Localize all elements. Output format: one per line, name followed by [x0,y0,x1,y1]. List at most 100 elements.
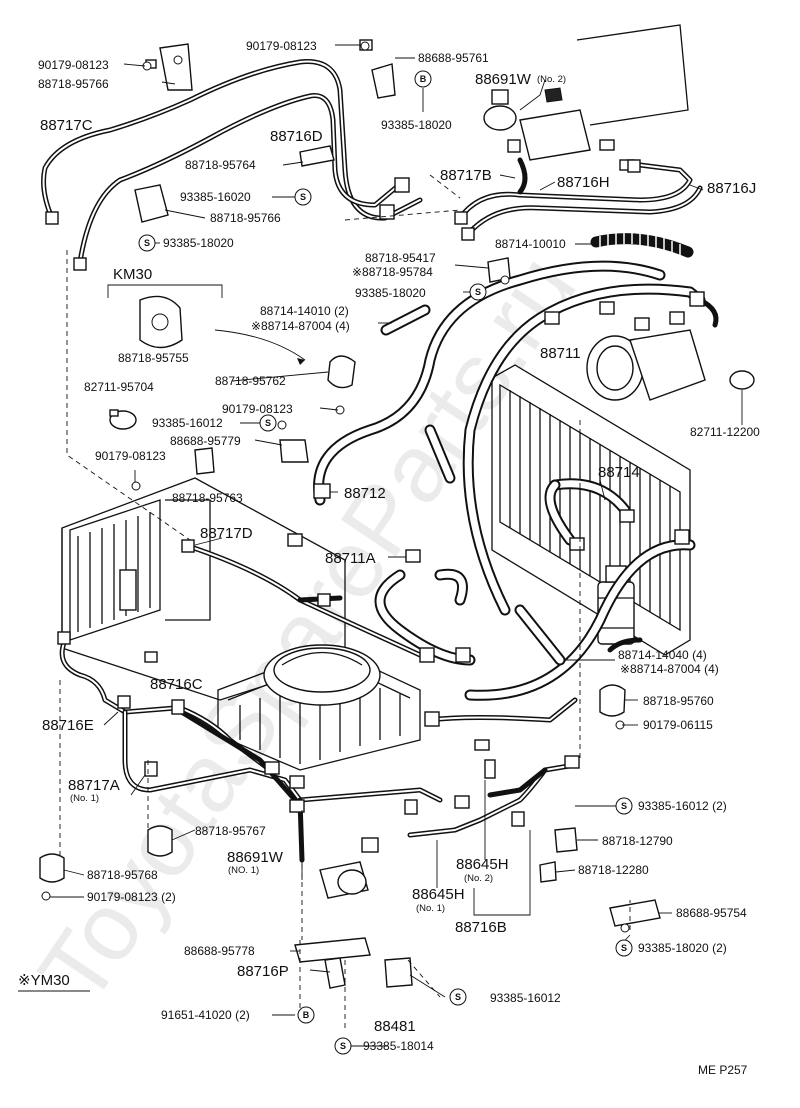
ref-mark-s [615,797,633,815]
label-93385-18014: 93385-18014 [363,1039,434,1053]
label-88716b: 88716B [455,919,507,936]
label-88718-95760: 88718-95760 [643,694,714,708]
svg-text:S: S [621,943,627,953]
refrigerant-hoses [41,59,719,863]
label-88718-12790: 88718-12790 [602,834,673,848]
label-88718-95755: 88718-95755 [118,351,189,365]
label-93385-18020: 93385-18020 (2) [638,941,727,955]
part-labels: 90179-08123 88718-95766 90179-08123 8868… [18,39,760,1077]
label-km30: KM30 [113,266,152,283]
label-93385-16012: 93385-16012 (2) [638,799,727,813]
label-88716h: 88716H [557,174,610,191]
dashed-connections [59,174,631,1030]
label-88718-95417: 88718-95417 [365,251,436,265]
label-93385-18020: 93385-18020 [381,118,452,132]
label-88714-87004: ※88714-87004 (4) [620,662,719,676]
ref-mark-s [615,939,633,957]
label-88711a: 88711A [325,550,376,567]
leader-lines [50,44,743,1047]
label-88717b: 88717B [440,167,492,184]
svg-text:B: B [303,1010,310,1020]
label-88691w-no1: 88691W [227,849,284,866]
ref-mark-s [469,283,487,301]
condenser [491,364,691,656]
label-88717a-sub: (No. 1) [70,793,99,804]
label-88645h-no2-sub: (No. 2) [464,873,493,884]
svg-text:S: S [340,1041,346,1051]
label-88718-95784: ※88718-95784 [352,265,433,279]
svg-text:S: S [475,287,481,297]
label-93385-16012: 93385-16012 [490,991,561,1005]
ref-mark-s [334,1037,352,1055]
label-88718-95768: 88718-95768 [87,868,158,882]
label-88688-95778: 88688-95778 [184,944,255,958]
label-ym30: ※YM30 [18,972,70,989]
label-88717d: 88717D [200,525,253,542]
label-82711-12200: 82711-12200 [690,425,760,439]
label-88712: 88712 [344,485,386,502]
ref-mark-s [449,988,467,1006]
label-88716p: 88716P [237,963,289,980]
label-91651-41020: 91651-41020 (2) [161,1008,250,1022]
label-88718-95766: 88718-95766 [38,77,109,91]
label-88718-12280: 88718-12280 [578,863,649,877]
svg-text:S: S [621,801,627,811]
label-88718-95767: 88718-95767 [195,824,266,838]
reference-marks: B S S S S S S S B S [138,70,633,1055]
label-88691w-sub: (No. 2) [537,74,566,85]
label-88481: 88481 [374,1018,416,1035]
ref-mark-s [259,414,277,432]
label-88645h-no2: 88645H [456,856,509,873]
label-88716d: 88716D [270,128,323,145]
label-88716j: 88716J [707,180,756,197]
label-90179-08123: 90179-08123 [38,58,109,72]
label-88691w-no1-sub: (NO. 1) [228,865,259,876]
label-88718-95766: 88718-95766 [210,211,281,225]
ref-mark-s [294,188,312,206]
label-90179-06115: 90179-06115 [643,718,713,732]
svg-text:S: S [144,238,150,248]
label-88714-14010: 88714-14010 (2) [260,304,349,318]
label-88645h-no1: 88645H [412,886,465,903]
small-parts [39,39,755,989]
label-82711-95704: 82711-95704 [84,380,154,394]
label-88716e: 88716E [42,717,94,734]
svg-text:B: B [420,74,427,84]
ref-mark-b [414,70,432,88]
label-93385-16020: 93385-16020 [180,190,251,204]
label-88711: 88711 [540,345,581,362]
label-93385-16012: 93385-16012 [152,416,223,430]
label-88714-14040: 88714-14040 (4) [618,648,707,662]
page-code: ME P257 [698,1063,748,1077]
compressor-bracket [217,644,421,771]
km30-bracket-box [107,284,306,365]
label-88718-95764: 88718-95764 [185,158,256,172]
svg-text:S: S [265,418,271,428]
svg-text:S: S [300,192,306,202]
label-88714-10010: 88714-10010 [495,237,566,251]
label-90179-08123: 90179-08123 [95,449,166,463]
label-88688-95754: 88688-95754 [676,906,747,920]
label-88717c: 88717C [40,117,93,134]
label-88716c: 88716C [150,676,203,693]
ref-mark-b [297,1006,315,1024]
label-90179-08123: 90179-08123 [222,402,293,416]
label-88688-95779: 88688-95779 [170,434,241,448]
label-88714-87004: ※88714-87004 (4) [251,319,350,333]
solenoid-valve-top [483,24,689,171]
engine-compressor [586,311,706,401]
label-93385-18020: 93385-18020 [163,236,234,250]
label-88691w: 88691W [475,71,532,88]
label-88717a: 88717A [68,777,120,794]
svg-text:S: S [455,992,461,1002]
label-88714: 88714 [598,464,640,481]
label-88645h-no1-sub: (No. 1) [416,903,445,914]
label-88718-95763: 88718-95763 [172,491,243,505]
label-88718-95762: 88718-95762 [215,374,286,388]
ref-mark-s [138,234,156,252]
label-90179-08123: 90179-08123 [246,39,317,53]
label-93385-18020: 93385-18020 [355,286,426,300]
label-88688-95761: 88688-95761 [418,51,489,65]
label-90179-08123: 90179-08123 (2) [87,890,176,904]
